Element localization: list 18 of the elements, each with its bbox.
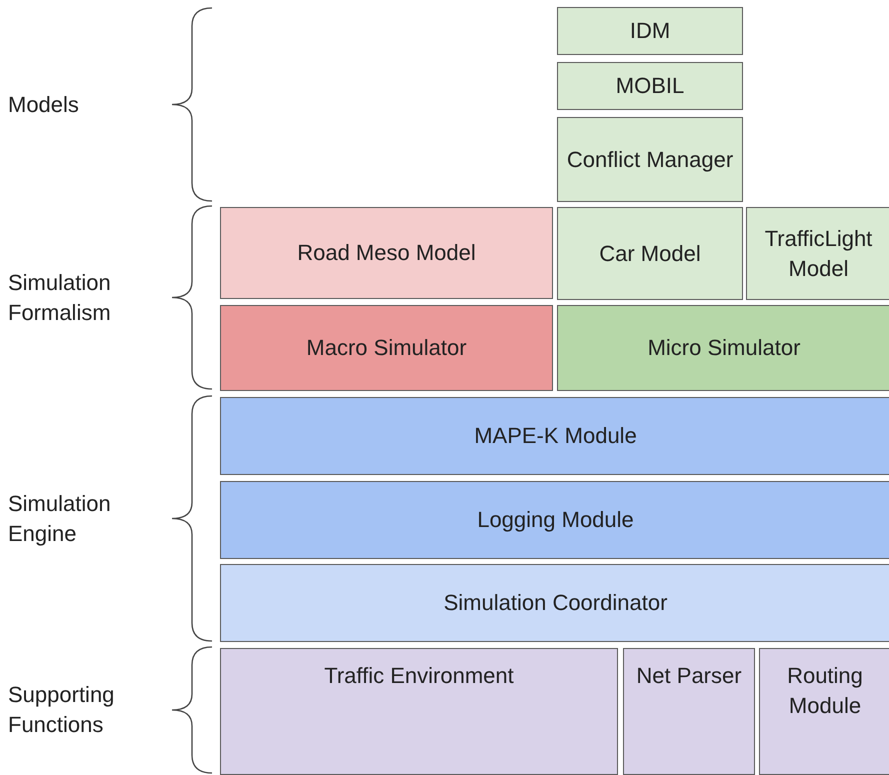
layer-label: Supporting Functions bbox=[8, 681, 116, 739]
module-box: Micro Simulator bbox=[557, 305, 889, 391]
module-box: Simulation Coordinator bbox=[220, 564, 889, 642]
module-box: MAPE-K Module bbox=[220, 397, 889, 475]
module-box: Macro Simulator bbox=[220, 305, 553, 391]
module-box: Road Meso Model bbox=[220, 207, 553, 299]
module-box: Routing Module bbox=[759, 648, 889, 775]
module-box: Net Parser bbox=[623, 648, 755, 775]
layer-label: Simulation Engine bbox=[8, 490, 112, 548]
layer-label: Simulation Formalism bbox=[8, 268, 112, 326]
module-box: Conflict Manager bbox=[557, 117, 743, 202]
module-box: IDM bbox=[557, 7, 743, 55]
module-box: MOBIL bbox=[557, 62, 743, 110]
module-box: Car Model bbox=[557, 207, 743, 300]
layer-label: Models bbox=[8, 90, 80, 118]
module-box: Logging Module bbox=[220, 481, 889, 559]
module-box: Traffic Environment bbox=[220, 648, 618, 775]
module-box: TrafficLight Model bbox=[746, 207, 889, 300]
